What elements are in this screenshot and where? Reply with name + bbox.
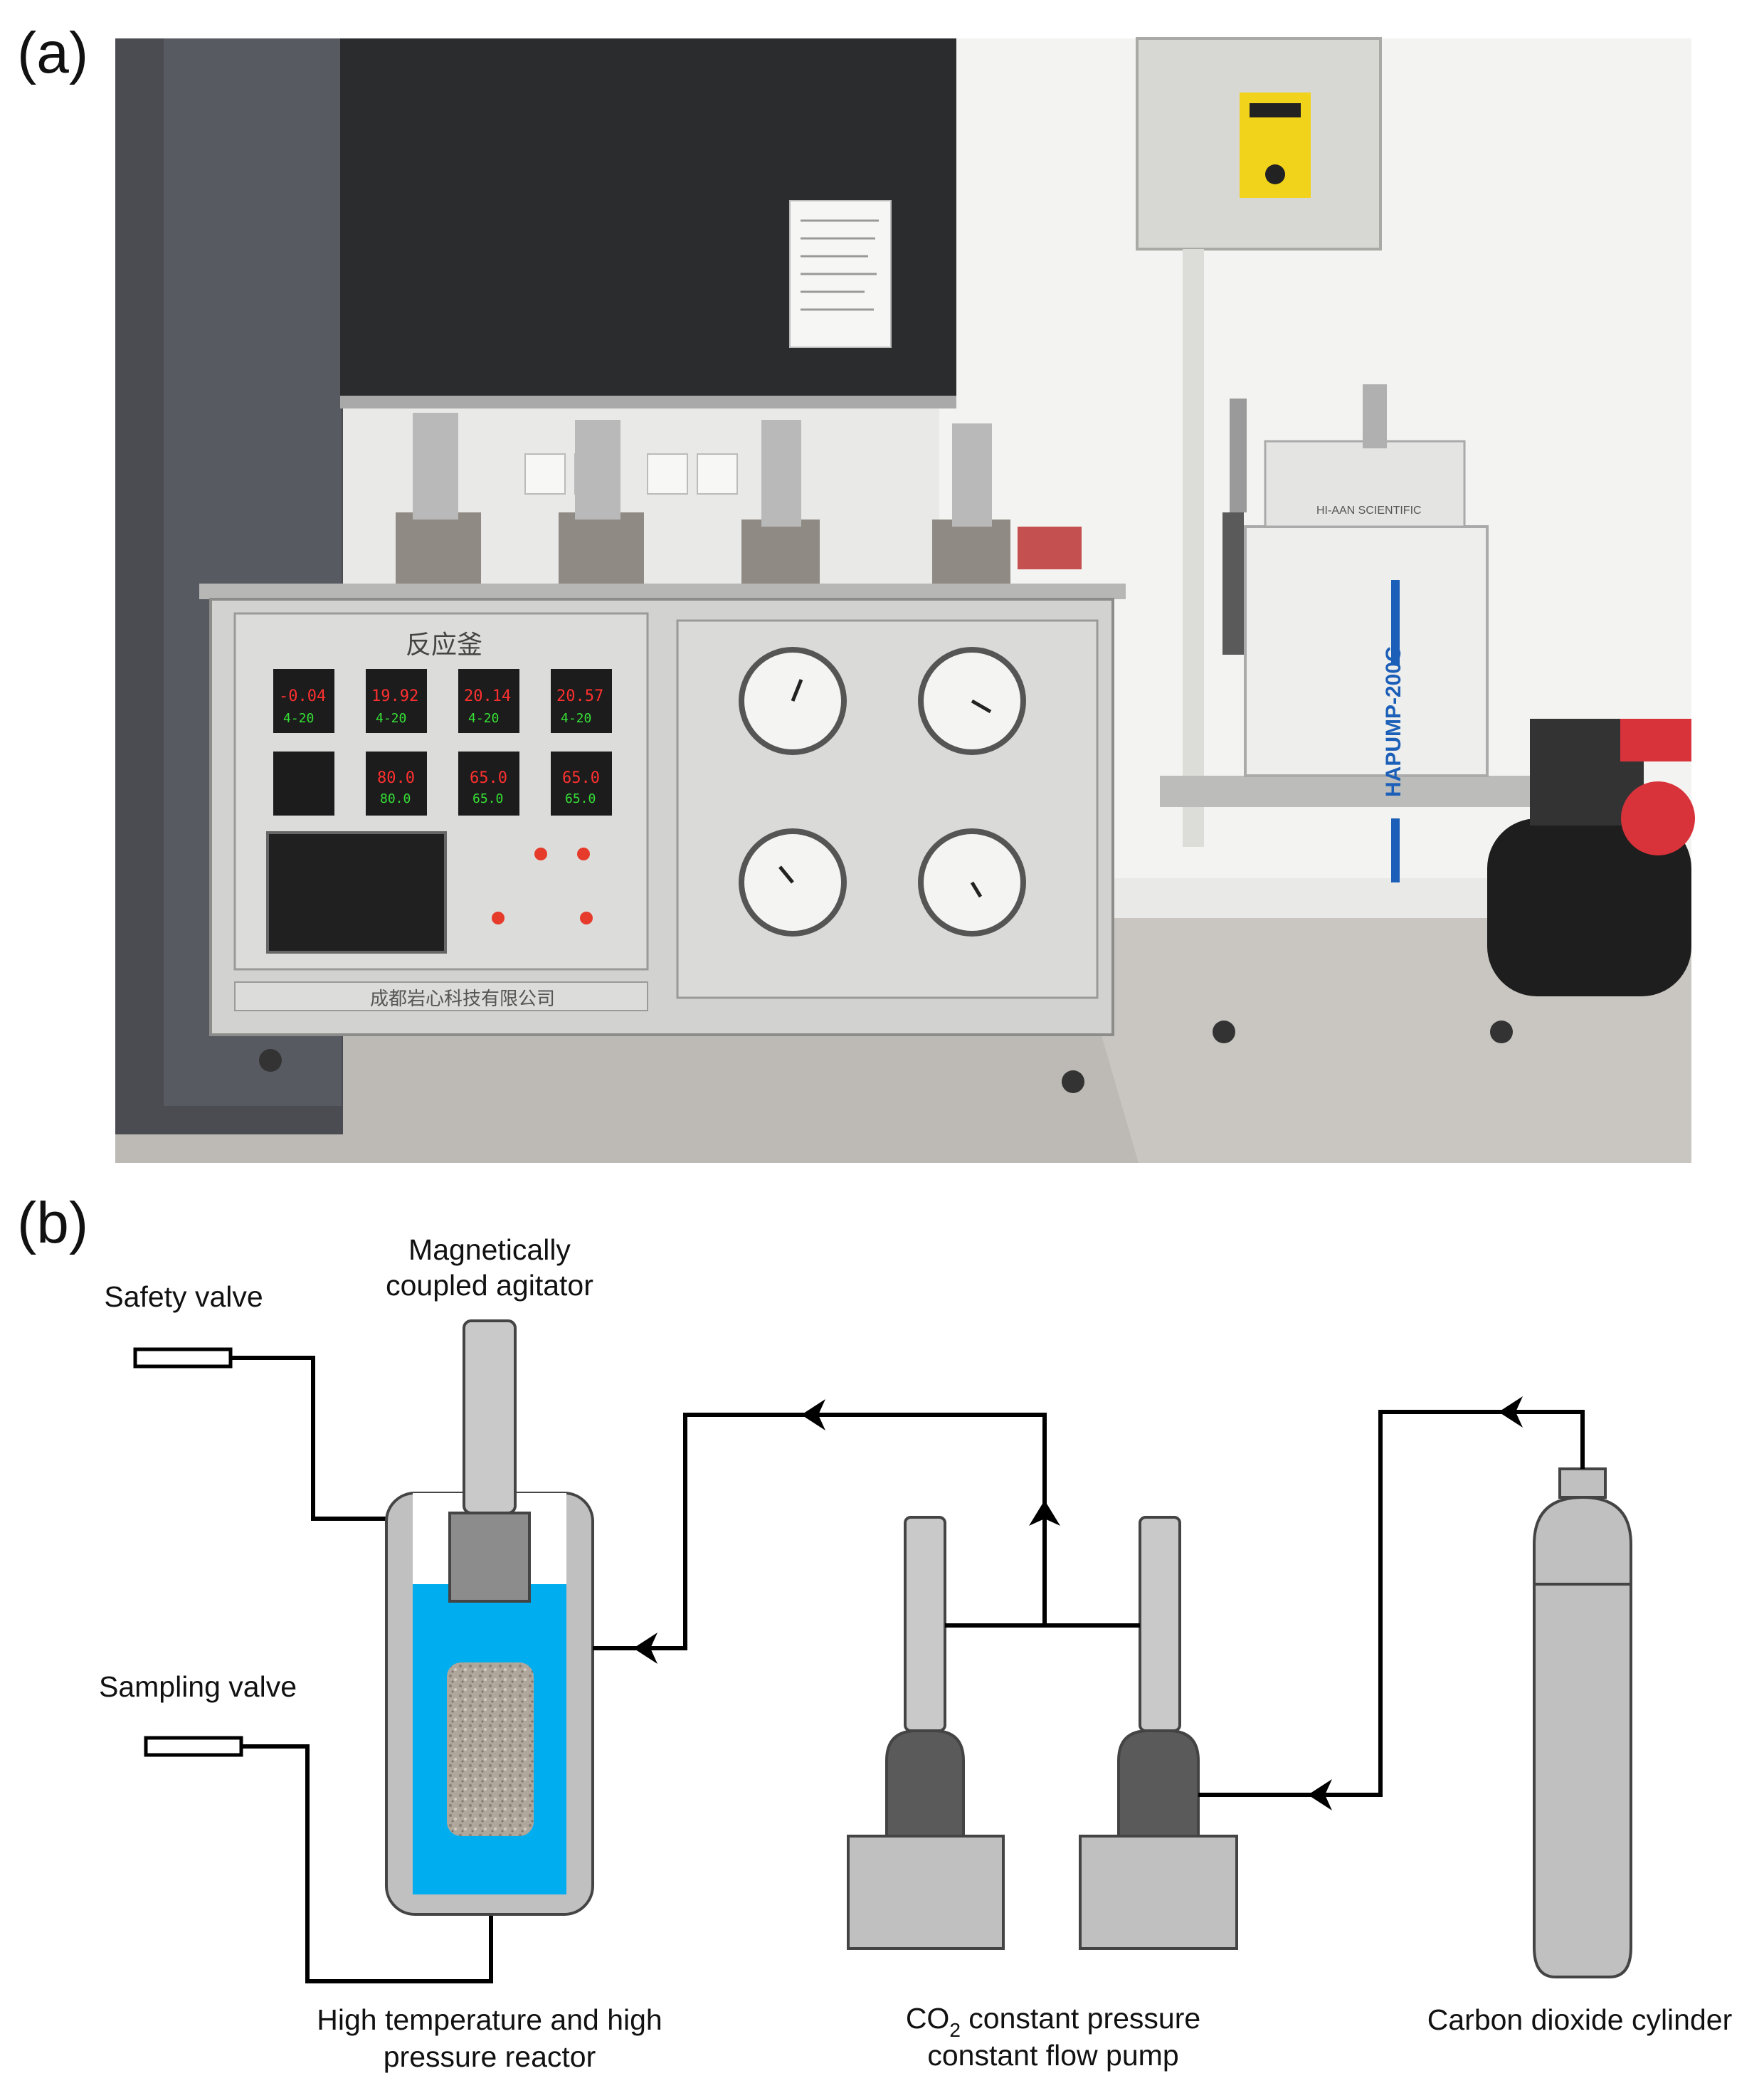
pump-label-subscript: 2 (949, 2019, 961, 2041)
reactor-liquid (413, 1584, 566, 1894)
flow-arrows (633, 1396, 1523, 1810)
controller-4-setpoint: 4-20 (561, 711, 591, 726)
arrow-icon (1308, 1779, 1332, 1810)
controller-3-setpoint: 4-20 (468, 711, 499, 726)
controller-6-setpoint: 80.0 (380, 791, 411, 806)
controller-7-setpoint: 65.0 (472, 791, 503, 806)
controller-4-readout: 20.57 (556, 687, 603, 705)
controller-1-setpoint: 4-20 (283, 711, 314, 726)
panel-b-label: (b) (17, 1191, 89, 1255)
reactor-panel-title: 反应釜 (406, 631, 482, 660)
cylinder-label: Carbon dioxide cylinder (1427, 2003, 1732, 2036)
touch-screen (266, 831, 447, 954)
pump-label-co: CO (906, 2002, 950, 2035)
arrow-icon (1029, 1500, 1060, 1526)
agitator-shaft (463, 1319, 517, 1514)
arrow-icon (633, 1633, 657, 1664)
pump-label-line1: CO2 constant pressure (906, 2002, 1200, 2041)
controller-2-setpoint: 4-20 (376, 711, 406, 726)
sampling-valve-label: Sampling valve (99, 1670, 297, 1703)
controller-row-2: 80.0 65.0 65.0 80.0 65.0 65.0 (273, 752, 612, 816)
controller-8-readout: 65.0 (562, 769, 600, 787)
controller-6-readout: 80.0 (377, 769, 415, 787)
safety-valve-line (231, 1356, 390, 1521)
controller-2-readout: 19.92 (371, 687, 418, 705)
co2-cylinder (1533, 1467, 1632, 1978)
reactor-label-line2: pressure reactor (384, 2040, 596, 2073)
pump-cabinet (1244, 525, 1489, 777)
arrow-icon (1499, 1396, 1523, 1428)
controller-1-readout: -0.04 (279, 687, 326, 705)
company-name: 成都岩心科技有限公司 (370, 988, 555, 1010)
equipment-photo: 反应釜 成都岩心科技有限公司 -0.04 19.92 20.14 20.57 4… (115, 37, 1695, 1163)
panel-a-label: (a) (17, 21, 89, 85)
reactor-vessels (396, 413, 1082, 584)
controller-3-readout: 20.14 (464, 687, 511, 705)
agitator-label-line2: coupled agitator (386, 1269, 593, 1302)
pump-brand: HI-AAN SCIENTIFIC (1316, 505, 1422, 517)
arrow-icon (801, 1399, 825, 1430)
controller-row-1: -0.04 19.92 20.14 20.57 4-20 4-20 4-20 4… (273, 669, 612, 733)
reactor (385, 1319, 594, 1916)
pump-model-vertical: HAPUMP-200C (1382, 646, 1405, 797)
controller-7-readout: 65.0 (470, 769, 507, 787)
agitator-head (448, 1512, 531, 1603)
safety-valve (133, 1347, 233, 1369)
co2-injection-line (593, 1413, 1047, 1650)
cylinder-supply-line (1198, 1410, 1585, 1797)
sampling-valve-line (241, 1744, 493, 1983)
pump-label-line2: constant flow pump (927, 2039, 1178, 2072)
controller-8-setpoint: 65.0 (565, 791, 596, 806)
air-compressor (1487, 818, 1691, 996)
pump-right (1079, 1516, 1238, 1950)
pump-left (847, 1516, 1005, 1950)
reactor-label-line1: High temperature and high (317, 2003, 662, 2036)
safety-valve-label: Safety valve (104, 1280, 263, 1313)
pump-label-rest: constant pressure (961, 2002, 1200, 2035)
core-sample (447, 1662, 534, 1836)
agitator-label-line1: Magnetically (408, 1233, 571, 1266)
sampling-valve (144, 1736, 243, 1757)
